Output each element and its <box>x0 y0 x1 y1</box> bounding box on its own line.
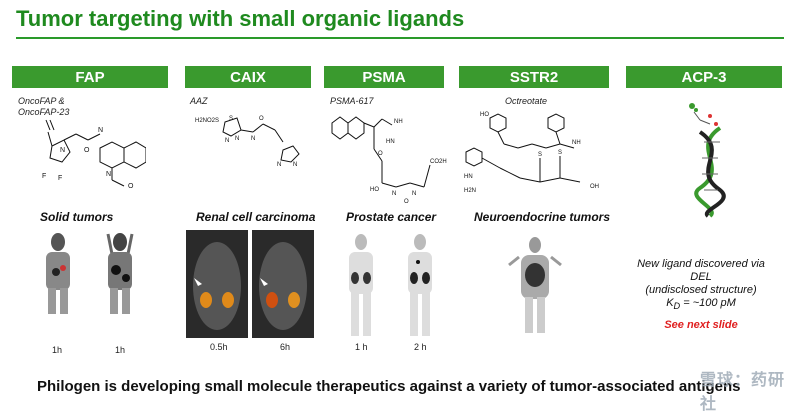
column-acp3: ACP-3 <box>626 66 782 88</box>
atom-o: O <box>404 199 409 205</box>
atom-label: H2NO2S <box>195 118 219 124</box>
atom-o: O <box>259 116 264 122</box>
cancer-caix: Renal cell carcinoma <box>196 210 316 224</box>
atom-oh: OH <box>590 184 599 190</box>
time-label: 1h <box>115 345 126 355</box>
atom-n: N <box>98 127 103 134</box>
time-label: 1h <box>52 345 63 355</box>
atom-n: N <box>277 162 281 168</box>
ligand-sstr2: Octreotate <box>505 96 548 106</box>
acp3-description: New ligand discovered via DEL (undisclos… <box>626 258 776 332</box>
atom-n: N <box>235 136 239 142</box>
atom-n: N <box>251 136 255 142</box>
ligand-fap: OncoFAP & OncoFAP-23 <box>18 96 70 117</box>
column-psma: PSMA <box>324 66 444 88</box>
cancer-psma: Prostate cancer <box>346 210 437 224</box>
time-label: 2 h <box>414 342 427 352</box>
atom-nh: NH <box>394 119 403 125</box>
structure-caix: H2NO2S S N N N N N O <box>195 116 300 168</box>
acp3-line2: (undisclosed structure) <box>645 284 757 296</box>
cancer-fap: Solid tumors <box>40 210 114 224</box>
structure-sstr2: HO HN NH S S OH H2N <box>464 112 599 194</box>
time-label: 1 h <box>355 342 368 352</box>
atom-n: N <box>412 191 416 197</box>
atom-s: S <box>558 150 562 156</box>
atom-n: N <box>225 138 229 144</box>
atom-n: N <box>293 162 297 168</box>
title-divider <box>16 37 784 39</box>
atom-f: F <box>58 175 62 182</box>
atom-nh: NH <box>572 140 581 146</box>
pet-scan-sstr2 <box>505 235 565 335</box>
kd-letter: K <box>666 297 674 309</box>
slide-title: Tumor targeting with small organic ligan… <box>16 6 465 31</box>
atom-o: O <box>378 151 383 157</box>
atom-n: N <box>392 191 396 197</box>
time-label: 0.5h <box>210 342 228 352</box>
header-sstr2: SSTR2 <box>459 66 609 88</box>
atom-s: S <box>229 116 233 122</box>
header-psma: PSMA <box>324 66 444 88</box>
atom-hn: HN <box>464 174 473 180</box>
atom-h2n: H2N <box>464 188 476 194</box>
atom-f: F <box>42 173 46 180</box>
pet-scan-psma-2 <box>392 232 448 338</box>
footer-statement: Philogen is developing small molecule th… <box>37 378 741 395</box>
atom-ho: HO <box>480 112 489 118</box>
column-fap: FAP <box>12 66 168 88</box>
atom-o: O <box>84 147 90 154</box>
time-label: 6h <box>280 342 291 352</box>
atom-hn: HN <box>386 139 395 145</box>
ligand-caix: AAZ <box>190 96 208 106</box>
atom-n: N <box>106 171 111 178</box>
atom-co2h: CO2H <box>430 159 447 165</box>
structure-psma: NH HN O CO2H HO N N O <box>331 116 447 205</box>
atom-n: N <box>60 147 65 154</box>
atom-s: S <box>538 152 542 158</box>
watermark: 雪球：药研社 <box>700 372 786 413</box>
column-caix: CAIX <box>185 66 311 88</box>
header-fap: FAP <box>12 66 168 88</box>
atom-o: O <box>128 183 134 190</box>
structure-fap: N F F O N N O <box>42 119 146 190</box>
kd-subscript: D <box>673 301 681 312</box>
column-sstr2: SSTR2 <box>459 66 609 88</box>
pet-scan-psma-1 <box>333 232 389 338</box>
ct-scan-caix-1 <box>186 230 248 338</box>
atom-ho: HO <box>370 187 379 193</box>
cancer-sstr2: Neuroendocrine tumors <box>474 210 611 224</box>
dna-helix-graphic <box>689 103 726 218</box>
ligand-psma: PSMA-617 <box>330 96 374 106</box>
see-next-slide: See next slide <box>664 319 738 332</box>
kd-value: = ~100 pM <box>680 297 736 309</box>
header-acp3: ACP-3 <box>626 66 782 88</box>
pet-scan-fap-2 <box>90 230 150 315</box>
header-caix: CAIX <box>185 66 311 88</box>
acp3-line1: New ligand discovered via DEL <box>637 258 765 283</box>
acp3-kd: KD = ~100 pM <box>626 297 776 313</box>
ct-scan-caix-2 <box>252 230 314 338</box>
pet-scan-fap-1 <box>28 230 88 315</box>
